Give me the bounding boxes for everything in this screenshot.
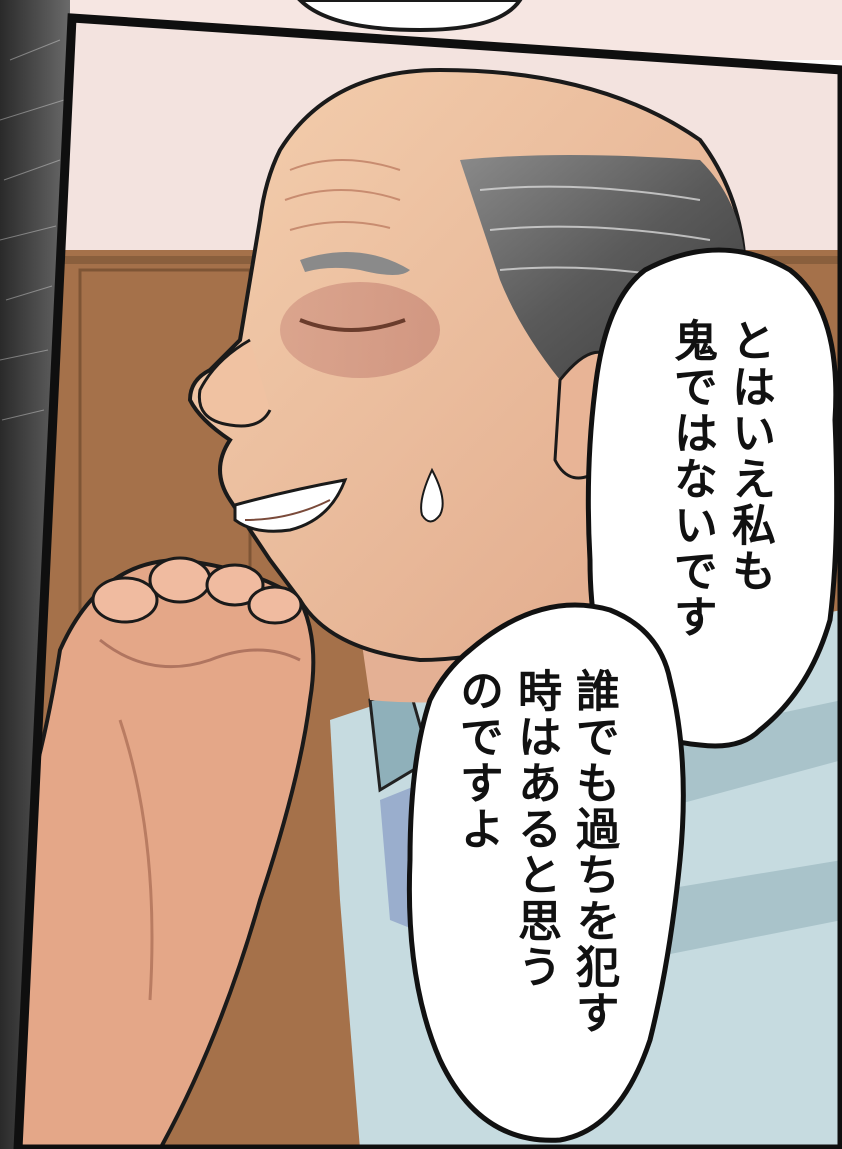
speech-bubble-1: [585, 247, 840, 749]
speech-text-1: とはいえ私も 鬼ではないです: [662, 318, 778, 640]
speech-2-line-2: 時はあると思う: [510, 668, 561, 990]
nose: [197, 338, 272, 428]
speech-1-line-1: とはいえ私も: [724, 318, 775, 594]
speech-1-line-2: 鬼ではないです: [666, 318, 717, 640]
closed-eye: [299, 318, 406, 332]
speech-2-line-3: のですよ: [452, 668, 503, 852]
speech-bubble-2: [406, 602, 686, 1143]
sweat-drop: [420, 467, 444, 523]
speech-2-line-1: 誰でも過ちを犯す: [568, 668, 619, 1036]
eyebrow: [300, 252, 410, 275]
speech-text-2: 誰でも過ちを犯す 時はあると思う のですよ: [448, 668, 622, 1036]
